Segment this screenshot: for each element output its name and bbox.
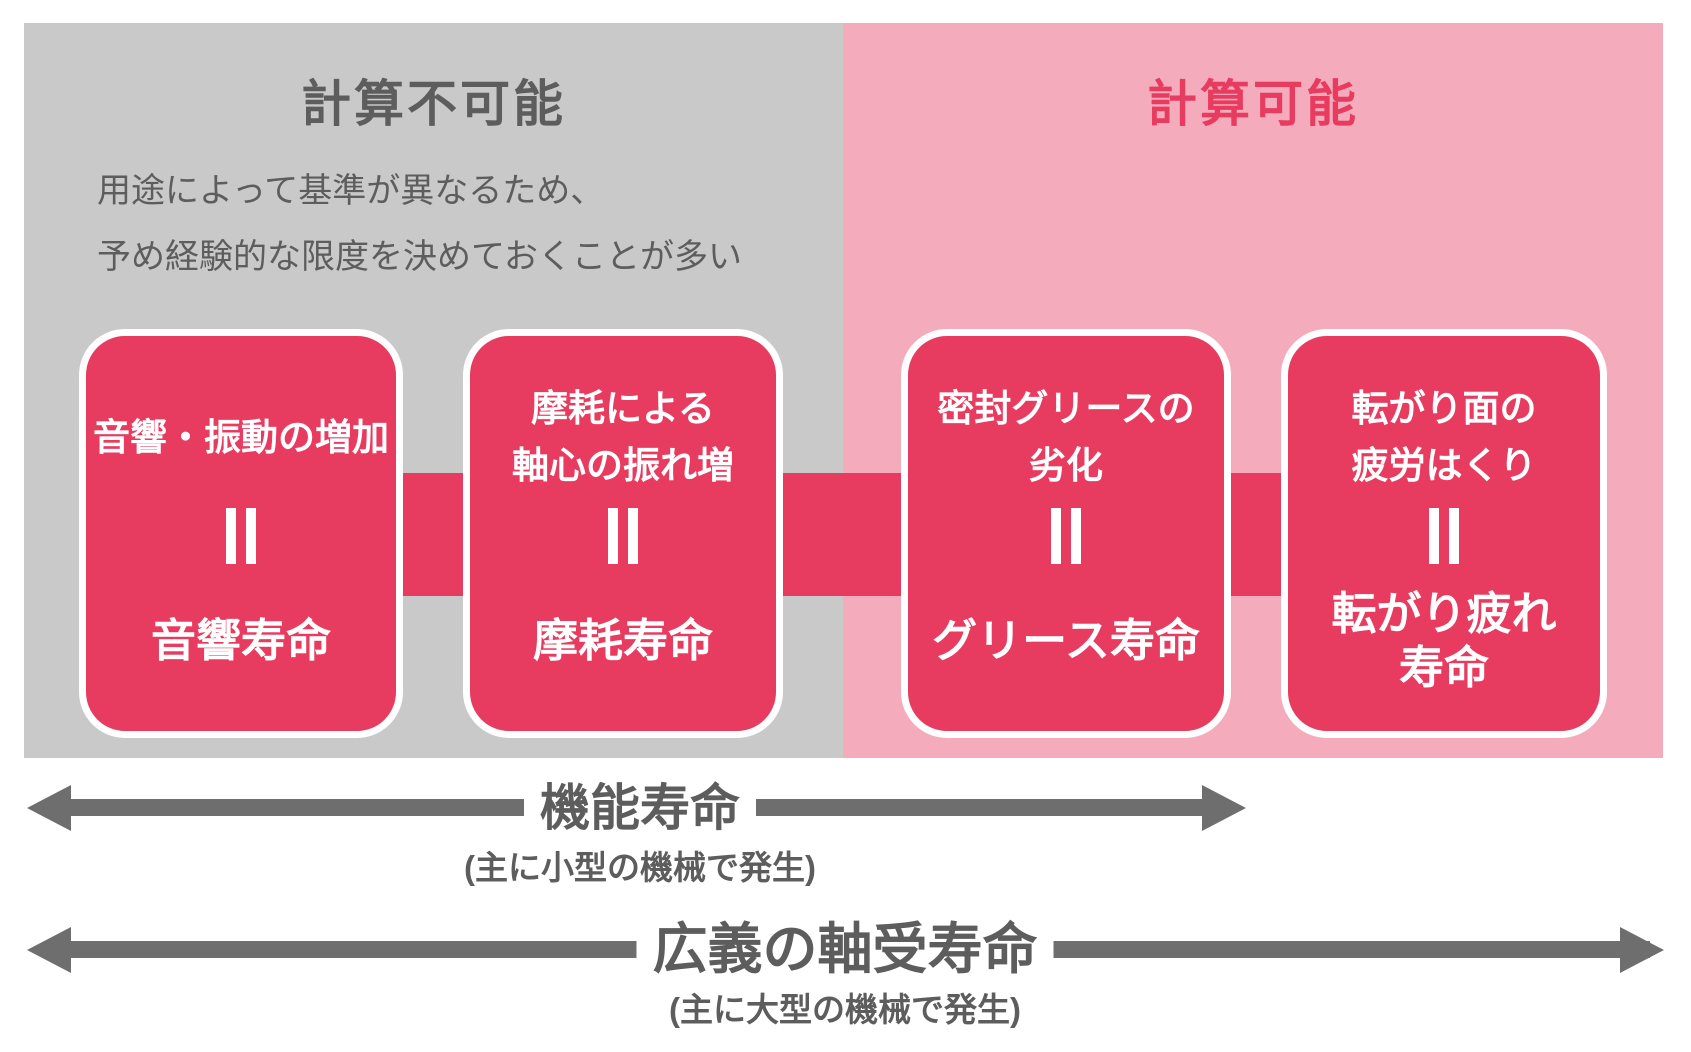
box-cause-line: 軸心の振れ増	[512, 445, 734, 486]
box-life-line: 寿命	[1398, 642, 1489, 693]
note-line-1: 用途によって基準が異なるため、	[97, 172, 605, 210]
functional-life-label: 機能寿命	[524, 778, 756, 838]
arrow-left-head-icon	[27, 785, 71, 831]
life-box-wear: 摩耗による 軸心の振れ増 摩耗寿命	[463, 329, 783, 738]
box-cause-line: 転がり面の	[1351, 388, 1537, 429]
equals-icon	[1429, 508, 1459, 564]
box-cause-line: 音響・振動の増加	[93, 416, 389, 458]
calculable-zone-title: 計算可能	[1147, 76, 1359, 132]
box-life-label: グリース寿命	[932, 586, 1200, 696]
box-life-label: 転がり疲れ 寿命	[1331, 586, 1556, 696]
box-life-label: 摩耗寿命	[533, 586, 713, 696]
equals-icon	[608, 508, 638, 564]
arrow-right-head-icon	[1202, 785, 1246, 831]
life-box-acoustic: 音響・振動の増加 音響寿命	[79, 329, 403, 738]
equals-icon	[226, 508, 256, 564]
box-cause-line: 摩耗による	[531, 388, 715, 429]
box-cause-line: 密封グリースの	[937, 388, 1195, 429]
uncalculable-zone-note: 用途によって基準が異なるため、 予め経験的な限度を決めておくことが多い	[97, 158, 742, 290]
box-life-label: 音響寿命	[151, 586, 331, 696]
box-cause-line: 疲労はくり	[1351, 445, 1537, 486]
box-cause-text: 密封グリースの 劣化	[937, 380, 1194, 494]
box-life-line: 音響寿命	[150, 615, 331, 666]
box-life-line: 摩耗寿命	[532, 615, 713, 666]
box-life-line: グリース寿命	[932, 615, 1200, 666]
note-line-2: 予め経験的な限度を決めておくことが多い	[97, 238, 742, 276]
uncalculable-zone-title: 計算不可能	[301, 76, 566, 132]
bearing-life-sublabel: (主に大型の機械で発生)	[669, 991, 1021, 1028]
arrow-right-head-icon	[1620, 927, 1664, 973]
box-cause-text: 音響・振動の増加	[93, 380, 389, 494]
arrow-left-head-icon	[27, 927, 71, 973]
box-cause-line: 劣化	[1029, 445, 1103, 486]
functional-life-sublabel: (主に小型の機械で発生)	[464, 849, 816, 886]
bearing-life-label: 広義の軸受寿命	[636, 916, 1054, 982]
equals-icon	[1051, 508, 1081, 564]
box-cause-text: 摩耗による 軸心の振れ増	[512, 380, 734, 494]
life-box-grease: 密封グリースの 劣化 グリース寿命	[901, 329, 1231, 738]
box-life-line: 転がり疲れ	[1331, 588, 1557, 639]
box-cause-text: 転がり面の 疲労はくり	[1352, 380, 1537, 494]
life-box-rolling-fatigue: 転がり面の 疲労はくり 転がり疲れ 寿命	[1281, 329, 1607, 738]
box-connector-bar	[241, 473, 1444, 596]
